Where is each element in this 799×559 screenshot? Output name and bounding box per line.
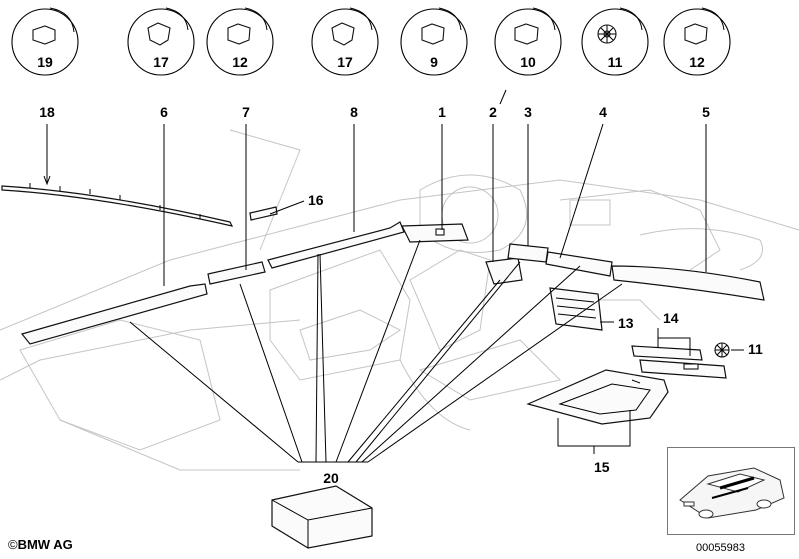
part-2-trim-piece[interactable] xyxy=(485,257,523,285)
document-number: 00055983 xyxy=(696,542,745,554)
callout-label: 17 xyxy=(337,54,353,70)
fastener-callout-19[interactable]: 19 xyxy=(11,7,79,76)
callout-label: 11 xyxy=(748,341,763,357)
callout-label: 2 xyxy=(489,104,497,120)
callout-label: 11 xyxy=(608,54,623,70)
brand-name: BMW AG xyxy=(17,537,73,552)
callout-label: 16 xyxy=(308,192,324,208)
part-20-package-box[interactable] xyxy=(271,485,373,549)
fastener-clip-icon xyxy=(684,23,708,45)
callout-label: 1 xyxy=(438,104,446,120)
part-7-trim-piece[interactable] xyxy=(207,261,266,285)
callout-label: 20 xyxy=(323,470,339,486)
part-4-trim-piece[interactable] xyxy=(545,251,613,277)
fastener-callout-9[interactable]: 9 xyxy=(400,7,468,76)
part-15-console-tray[interactable] xyxy=(526,369,669,425)
part-6-trim-strip[interactable] xyxy=(20,283,208,345)
part-16-trim-strip[interactable] xyxy=(249,206,278,221)
fastener-callout-17[interactable]: 17 xyxy=(127,7,195,76)
vehicle-locator-thumbnail xyxy=(667,447,795,535)
fastener-callout-12-b[interactable]: 12 xyxy=(663,7,731,76)
fastener-callout-17-b[interactable]: 17 xyxy=(311,7,379,76)
callout-label: 7 xyxy=(242,104,250,120)
copyright-symbol: © xyxy=(8,537,18,552)
callout-label: 12 xyxy=(689,54,705,70)
callout-label: 5 xyxy=(702,104,710,120)
callout-label: 10 xyxy=(520,54,536,70)
fastener-callout-12[interactable]: 12 xyxy=(206,7,274,76)
callout-label: 15 xyxy=(594,459,610,475)
callout-label: 6 xyxy=(160,104,168,120)
bmw-car-thumbnail-icon xyxy=(679,467,785,519)
star-clip-icon xyxy=(597,24,617,44)
part-1-trim-piece[interactable] xyxy=(401,223,469,243)
fastener-clip-icon xyxy=(227,23,251,45)
callout-label: 13 xyxy=(618,315,634,331)
part-14-trim-set[interactable] xyxy=(631,345,727,379)
callout-label: 12 xyxy=(232,54,248,70)
part-11-star-clip[interactable] xyxy=(714,342,730,358)
callout-label: 19 xyxy=(37,54,53,70)
fastener-callout-11[interactable]: 11 xyxy=(581,7,649,76)
fastener-clip-icon xyxy=(331,22,355,46)
callout-label: 4 xyxy=(599,104,607,120)
fastener-clip-icon xyxy=(32,25,56,45)
part-18-trim-strip[interactable] xyxy=(1,183,234,227)
copyright-notice: ©BMW AG xyxy=(8,537,73,552)
callout-label: 9 xyxy=(430,54,438,70)
callout-label: 18 xyxy=(39,104,55,120)
expanding-rivet-icon xyxy=(514,23,539,45)
leader-fan-20 xyxy=(129,239,623,463)
callout-label: 3 xyxy=(524,104,532,120)
callout-label: 17 xyxy=(153,54,169,70)
fastener-clip-icon xyxy=(147,22,171,46)
fastener-callout-10[interactable]: 10 xyxy=(494,7,562,76)
part-5-trim-strip[interactable] xyxy=(611,265,765,301)
fastener-clip-icon xyxy=(421,23,445,45)
vehicle-interior-outline xyxy=(0,129,799,471)
callout-label: 8 xyxy=(350,104,358,120)
part-13-vent-panel[interactable] xyxy=(549,287,603,331)
callout-label: 14 xyxy=(663,310,679,326)
